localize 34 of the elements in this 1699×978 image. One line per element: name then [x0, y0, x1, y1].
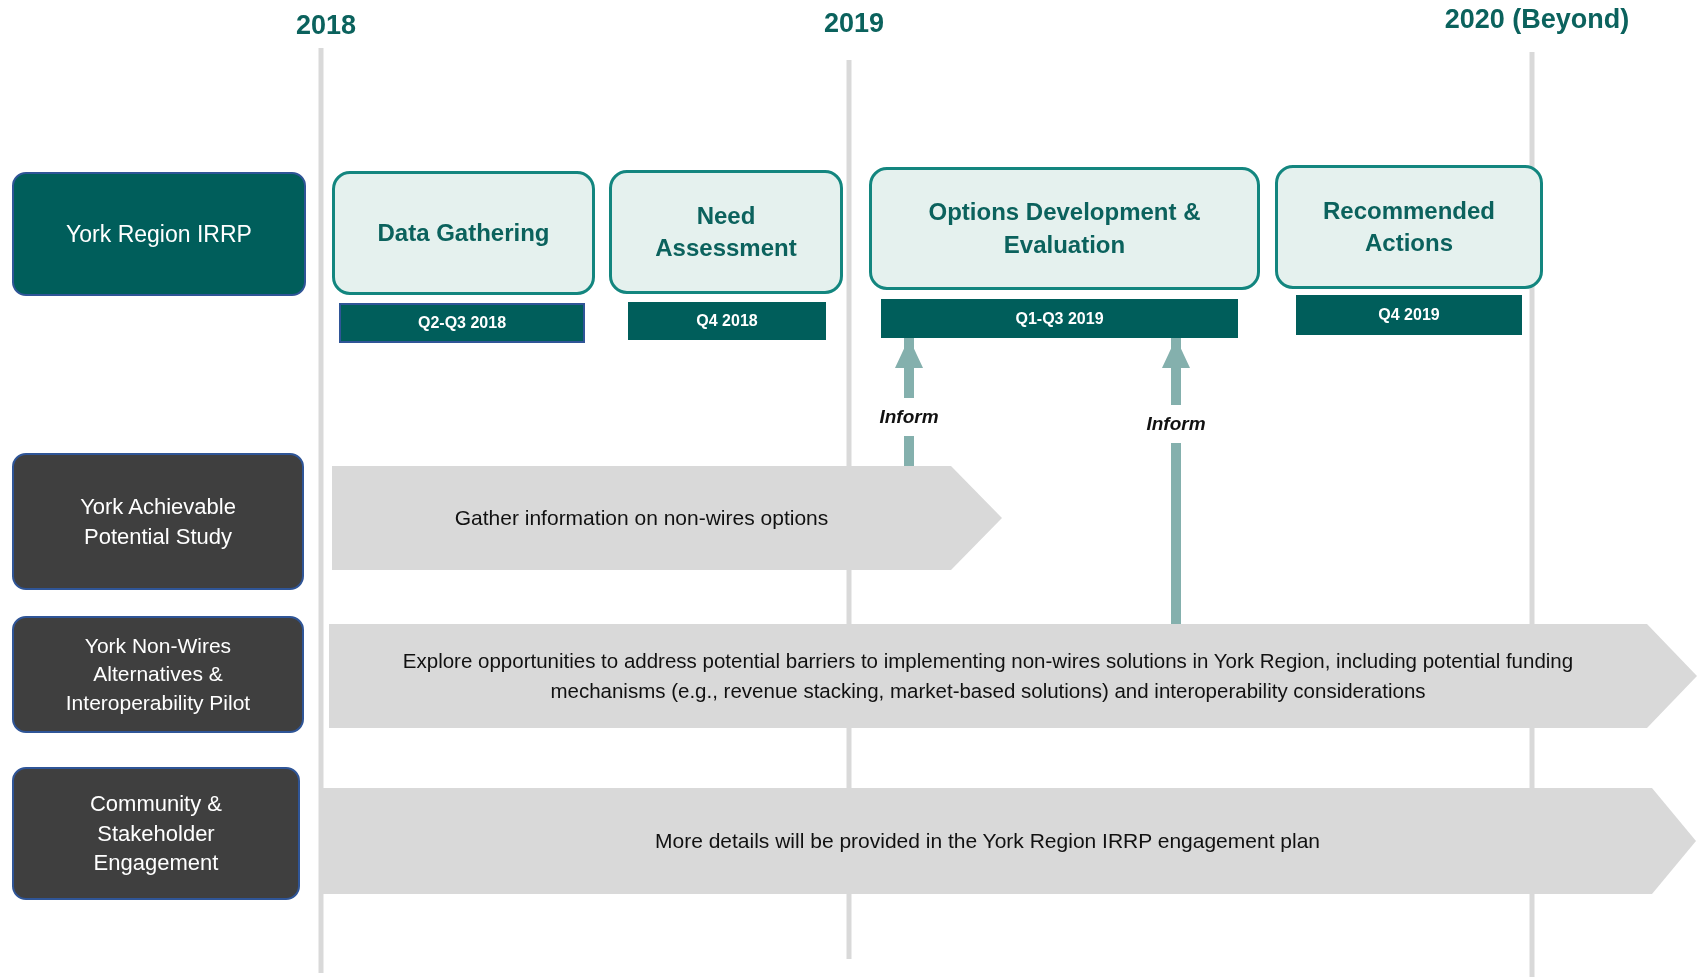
workstream-title: Community & Stakeholder Engagement	[88, 789, 223, 878]
phase-box	[1275, 165, 1543, 289]
workstream-box	[12, 453, 304, 590]
workstream-box	[12, 616, 304, 733]
date-text: Q2-Q3 2018	[417, 314, 507, 332]
workstream-title: York Achievable Potential Study	[79, 492, 237, 551]
phase-title: Recommended Actions	[1321, 195, 1496, 258]
year-label: 2018	[295, 10, 357, 41]
band-text: Gather information on non-wires options	[453, 504, 830, 531]
phase-title: Data Gathering	[377, 217, 550, 248]
phase-title: Need Assessment	[654, 200, 798, 263]
date-text: Q4 2019	[1378, 306, 1440, 324]
phase-title: Options Development & Evaluation	[927, 197, 1202, 260]
program-box	[12, 172, 306, 296]
inform-arrow	[1162, 338, 1190, 624]
workstream-title: York Non-Wires Alternatives & Interoperability Pilot	[64, 633, 252, 716]
chevron-arrow-band	[329, 624, 1697, 728]
phase-box	[332, 171, 595, 295]
phase-box	[869, 167, 1260, 290]
date-text: Q1-Q3 2019	[1015, 309, 1104, 328]
date-bar	[1296, 295, 1522, 335]
year-label: 2020 (Beyond)	[1444, 4, 1630, 35]
date-text: Q4 2018	[696, 312, 758, 330]
date-bar	[339, 303, 585, 343]
workstream-box	[12, 767, 300, 900]
chevron-arrow-band	[323, 788, 1696, 894]
program-title: York Region IRRP	[66, 220, 252, 248]
band-text: More details will be provided in the York Region IRRP engagement plan	[654, 827, 1321, 854]
date-bar	[881, 299, 1238, 338]
year-label: 2019	[823, 8, 885, 39]
phase-box	[609, 170, 843, 294]
chevron-arrow-band	[332, 466, 1002, 570]
band-text: Explore opportunities to address potential barriers to implementing non-wires solutions in York Region, including potential funding mechanisms (e.g., revenue stacking, market-based solutions) and interoperability considerations	[401, 648, 1575, 704]
date-bar	[628, 302, 826, 340]
